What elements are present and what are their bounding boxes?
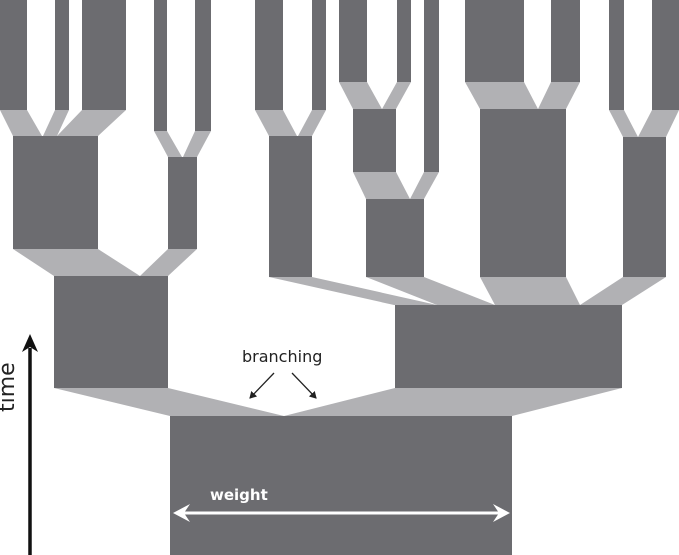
link (480, 277, 580, 305)
block (255, 0, 283, 110)
branching-arrow-left (249, 372, 275, 399)
block (13, 136, 98, 249)
time-axis-arrow (22, 334, 38, 555)
weight-double-arrow (173, 504, 510, 522)
block (54, 276, 168, 388)
block (312, 0, 326, 110)
block (465, 0, 524, 82)
block (154, 0, 167, 131)
link (269, 277, 437, 305)
link (609, 110, 638, 137)
block (424, 0, 439, 172)
block (339, 0, 367, 82)
link (580, 277, 666, 305)
branch-links (0, 82, 679, 416)
root-block (170, 416, 512, 555)
branching-label: branching (242, 347, 322, 366)
block (195, 0, 211, 131)
link (43, 110, 69, 136)
block (395, 305, 622, 388)
block (652, 0, 679, 110)
link (538, 82, 580, 109)
link (353, 172, 410, 199)
link (366, 277, 495, 305)
link (465, 82, 538, 109)
block (82, 0, 126, 110)
link (298, 110, 326, 136)
block (0, 0, 27, 110)
block (623, 137, 666, 277)
block (55, 0, 69, 110)
link (255, 110, 297, 136)
link (382, 82, 411, 109)
link (410, 172, 439, 199)
time-label: time (0, 362, 20, 412)
link (284, 388, 622, 416)
block (269, 136, 312, 277)
link (54, 388, 284, 416)
block (366, 199, 424, 277)
block (353, 109, 396, 172)
block (551, 0, 580, 82)
block (480, 109, 566, 277)
link (140, 249, 197, 276)
link (13, 249, 140, 276)
link (0, 110, 42, 136)
link (154, 131, 182, 157)
link (339, 82, 382, 109)
block (609, 0, 624, 110)
link (57, 110, 126, 136)
link (638, 110, 679, 137)
branching-arrow-right (291, 372, 317, 399)
block (397, 0, 411, 82)
block (168, 157, 197, 249)
weight-label: weight (210, 486, 268, 504)
link (183, 131, 211, 157)
